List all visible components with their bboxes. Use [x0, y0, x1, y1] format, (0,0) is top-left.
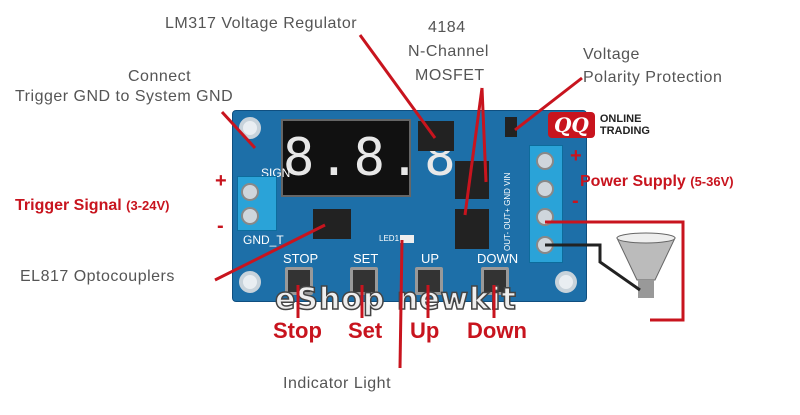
set-button[interactable] [350, 267, 378, 295]
label-mosfet-2: N-Channel [408, 43, 489, 60]
led-label: LED1 [379, 234, 400, 243]
trigger-minus: - [217, 215, 224, 237]
mosfet-2 [455, 209, 489, 249]
label-polarity-1: Voltage [583, 46, 640, 63]
power-plus: + [570, 145, 582, 167]
relay-board: 8.8.8 SIGN GND_T LED1 OUT- OUT+ GND VIN … [232, 110, 587, 302]
logo-line1: ONLINE [599, 113, 642, 125]
label-trigger-gnd: Trigger GND to System GND [15, 88, 234, 105]
watermark: eShop newkit [274, 281, 517, 318]
stop-button[interactable] [285, 267, 313, 295]
mount-hole [239, 117, 261, 139]
gnd-t-label: GND_T [243, 233, 284, 247]
trigger-terminal [237, 176, 277, 231]
label-mosfet-1: 4184 [428, 19, 466, 36]
label-connect: Connect [128, 68, 192, 85]
mount-hole [239, 271, 261, 293]
set-label: SET [353, 251, 379, 266]
up-callout: Up [410, 318, 440, 343]
trigger-plus: + [215, 170, 227, 192]
logo-line2: TRADING [599, 125, 650, 137]
trigger-signal-text: Trigger Signal [15, 197, 122, 214]
power-range: (5-36V) [690, 174, 734, 189]
up-label: UP [421, 251, 440, 266]
trigger-range: (3-24V) [126, 198, 170, 213]
power-minus: - [572, 190, 579, 212]
power-terminal [529, 145, 563, 263]
set-callout: Set [348, 318, 383, 343]
label-lm317: LM317 Voltage Regulator [165, 15, 358, 32]
mount-hole [555, 271, 577, 293]
label-indicator: Indicator Light [283, 375, 392, 392]
down-callout: Down [467, 318, 527, 343]
led-bulb [615, 232, 677, 302]
label-mosfet-3: MOSFET [415, 67, 485, 84]
lm317-chip [418, 121, 454, 151]
power-supply-text: Power Supply [580, 173, 686, 190]
polarity-diode [505, 117, 517, 137]
label-polarity-2: Polarity Protection [583, 69, 723, 86]
down-label: DOWN [477, 251, 519, 266]
label-optocouplers: EL817 Optocouplers [20, 268, 175, 285]
trigger-signal-label: Trigger Signal (3-24V) [15, 197, 170, 215]
power-supply-label: Power Supply (5-36V) [580, 173, 734, 191]
optocoupler-chip [313, 209, 351, 239]
indicator-led [400, 235, 414, 243]
stop-label: STOP [283, 251, 319, 266]
logo-mark: QQ [548, 112, 595, 138]
stop-callout: Stop [273, 318, 322, 343]
